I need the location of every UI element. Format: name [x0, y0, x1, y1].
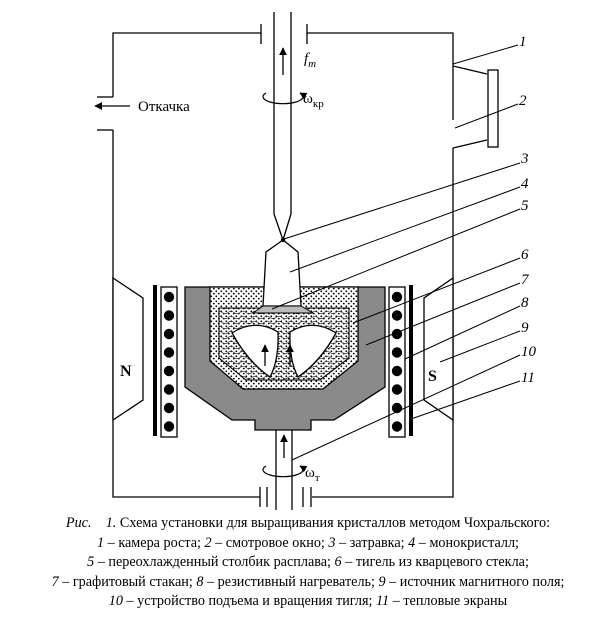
caption-item-num: 8 — [196, 573, 204, 590]
pole-s-label: S — [428, 368, 437, 385]
caption-fig-word: Рис. — [65, 515, 92, 531]
caption-title: Схема установки для выращивания кристалл… — [116, 515, 551, 531]
bottom-seal — [259, 487, 312, 507]
pump-label: Откачка — [138, 99, 190, 115]
heater-coil-dot — [163, 291, 175, 303]
caption-item-text: – затравка; — [335, 534, 409, 551]
resistive-heater — [160, 286, 406, 438]
growth-chamber — [112, 32, 488, 498]
monocrystal — [262, 237, 302, 307]
pump-port — [94, 96, 130, 131]
top-seal — [260, 24, 308, 44]
viewing-window — [487, 69, 499, 148]
pole-n-label: N — [120, 363, 132, 380]
heater-coil-dot — [163, 310, 175, 321]
seed-rod — [273, 12, 292, 243]
heater-coil-dot — [391, 310, 403, 321]
caption-item-num: 1 — [97, 534, 105, 551]
magnet-pole-s — [423, 276, 454, 422]
heater-coil-dot — [163, 328, 175, 340]
caption-item-num: 5 — [87, 554, 95, 570]
caption-item-num: 2 — [204, 534, 212, 551]
czochralski-diagram: Откачка fт ωкр N S — [94, 12, 537, 510]
caption-item-text: – тепловые экраны — [389, 593, 508, 609]
convection-cells — [231, 324, 337, 378]
caption-fig-number: 1. — [105, 515, 117, 531]
caption-item-text: – графитовый стакан; — [58, 573, 197, 590]
heater-coil-dot — [391, 384, 403, 395]
heater-coil-dot — [163, 347, 175, 358]
number-3: 3 — [520, 151, 529, 167]
crucible-rotation-label: ωт — [305, 465, 320, 484]
caption-item-text: – источник магнитного поля; — [385, 573, 565, 590]
number-1: 1 — [519, 34, 527, 50]
number-11: 11 — [521, 370, 535, 386]
number-4: 4 — [521, 176, 529, 192]
heat-shields — [153, 285, 413, 436]
crucible-shaft — [275, 430, 293, 510]
number-9: 9 — [521, 320, 529, 336]
caption-title-line: Рис. 1. Схема установки для выращивания … — [0, 514, 616, 534]
heater-coil-dot — [163, 402, 175, 414]
caption-line-4: 7 – графитовый стакан; 8 – резистивный н… — [0, 573, 616, 593]
number-8: 8 — [521, 295, 529, 311]
caption-item-text: – смотровое окно; — [211, 534, 329, 551]
figure-caption: Рис. 1. Схема установки для выращивания … — [0, 514, 616, 612]
item-numbers: 1 2 3 4 5 6 7 8 9 10 11 — [519, 34, 537, 386]
heater-coil-dot — [391, 365, 403, 377]
caption-item-num: 11 — [376, 593, 390, 609]
heater-coil-dot — [163, 384, 175, 395]
pull-rate-label: fт — [304, 51, 316, 70]
caption-item-text: – устройство подъема и вращения тигля; — [122, 593, 377, 609]
caption-item-text: – переохлажденный столбик расплава; — [94, 554, 335, 570]
caption-item-text: – резистивный нагреватель; — [203, 573, 379, 590]
caption-item-num: 10 — [108, 593, 123, 609]
supercooled-column — [251, 305, 315, 314]
number-2: 2 — [519, 93, 527, 109]
heater-coil-dot — [163, 421, 175, 432]
leader-lines — [271, 44, 521, 461]
number-5: 5 — [521, 198, 529, 214]
caption-item-num: 3 — [328, 534, 336, 551]
number-7: 7 — [521, 272, 530, 288]
caption-item-num: 9 — [378, 573, 386, 590]
caption-line-3: 5 – переохлажденный столбик расплава; 6 … — [0, 553, 616, 573]
heater-coils — [163, 291, 403, 432]
crystal-rotation-label: ωкр — [303, 91, 324, 110]
number-10: 10 — [521, 344, 537, 360]
heater-coil-dot — [391, 347, 403, 358]
caption-item-num: 7 — [51, 573, 59, 590]
caption-item-text: – камера роста; — [104, 534, 205, 551]
caption-item-text: – тигель из кварцевого стекла; — [341, 554, 529, 570]
caption-item-num: 6 — [334, 554, 342, 570]
heater-coil-dot — [163, 365, 175, 377]
caption-line-2: 1 – камера роста; 2 – смотровое окно; 3 … — [0, 534, 616, 554]
convection-arrows — [261, 344, 294, 366]
magnet-pole-n — [112, 276, 144, 422]
caption-item-text: – монокристалл; — [415, 534, 519, 551]
crystal-rotation-arrow — [262, 92, 308, 105]
heater-coil-dot — [391, 291, 403, 303]
caption-line-5: 10 – устройство подъема и вращения тигля… — [0, 592, 616, 612]
caption-item-num: 4 — [408, 534, 416, 551]
number-6: 6 — [521, 247, 529, 263]
heater-coil-dot — [391, 421, 403, 432]
crucible-rotation-arrow — [262, 465, 308, 478]
